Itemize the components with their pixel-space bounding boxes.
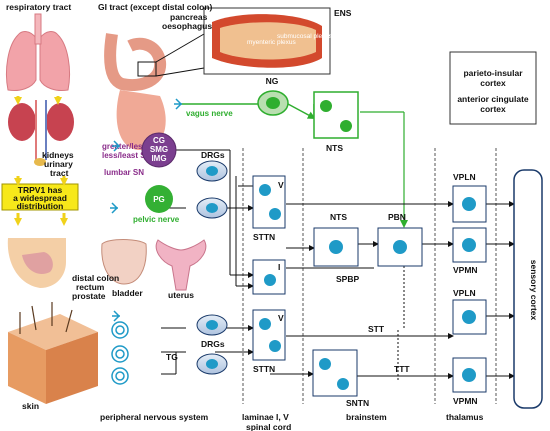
skin-illustration — [8, 302, 98, 404]
drgs-bottom-label: DRGs — [201, 339, 225, 349]
thalamus-label: thalamus — [446, 412, 484, 422]
kidneys-label: kidneys — [42, 150, 74, 160]
trpv1-text-2: a widespread — [13, 193, 67, 203]
gi-tract-illustration — [104, 33, 205, 150]
gi-label: GI tract (except distal colon) — [98, 2, 212, 12]
ens-label: ENS — [334, 8, 352, 18]
connection-lines — [158, 103, 515, 380]
vpmn-top-label: VPMN — [453, 265, 478, 275]
myenteric-label: myenteric plexus — [247, 39, 297, 46]
sntn-box — [312, 349, 358, 397]
lungs-illustration — [5, 13, 71, 91]
tract-label: tract — [50, 168, 69, 178]
kidneys-illustration — [8, 100, 74, 166]
pelvis-illustration — [7, 238, 67, 288]
vpln-bottom-label: VPLN — [453, 288, 476, 298]
sensory-cortex-box: sensory cortex — [513, 169, 543, 409]
vpln-bottom-box — [452, 299, 487, 335]
img-label: IMG — [151, 154, 166, 163]
greater-sn-label: greater/less SN — [102, 142, 160, 151]
cortex-box: parieto-insular cortex anterior cingulat… — [449, 51, 537, 125]
trpv1-text-1: TRPV1 has — [18, 185, 63, 195]
stt-label: STT — [368, 324, 385, 334]
sttn-v-bottom-label: V — [278, 313, 284, 323]
urinary-label: urinary — [44, 159, 73, 169]
nts-top-box — [313, 91, 359, 139]
laminae-label: laminae I, V — [242, 412, 289, 422]
tg-cell-icon — [206, 359, 218, 369]
uterus-label: uterus — [168, 290, 194, 300]
vpln-top-box — [452, 185, 487, 223]
ng-label: NG — [266, 76, 279, 86]
parieto-label-1: parieto-insular — [463, 68, 523, 78]
region-dividers — [242, 148, 497, 404]
vagus-nerve-ending-icon — [174, 98, 182, 110]
vagus-label: vagus nerve — [186, 109, 233, 118]
drg-cell-icon — [206, 203, 218, 213]
skin-receptor-icons — [111, 310, 129, 385]
ens-inset: myenteric plexus submucosal plexus — [203, 7, 333, 75]
smg-label: SMG — [150, 145, 168, 154]
vpmn-bottom-box — [452, 357, 487, 393]
nts-mid-label: NTS — [330, 212, 347, 222]
vpmn-bottom-label: VPMN — [453, 396, 478, 406]
ttt-label: TTT — [394, 364, 410, 374]
pbn-label: PBN — [388, 212, 406, 222]
sttn-bottom-label: STTN — [253, 364, 275, 374]
submucosal-label: submucosal plexus — [277, 33, 333, 40]
sntn-label: SNTN — [346, 398, 369, 408]
bladder-illustration — [101, 239, 147, 285]
distal-colon-label: distal colon — [72, 273, 119, 283]
vpln-top-label: VPLN — [453, 172, 476, 182]
vpmn-top-box — [452, 227, 487, 263]
sttn-v-box-top — [252, 175, 286, 229]
anterior-label-2: cortex — [480, 104, 506, 114]
cg-smg-img-ganglion — [141, 132, 177, 168]
spbp-label: SPBP — [336, 274, 359, 284]
rectum-label: rectum — [76, 282, 105, 292]
pelvic-nerve-ending-icon — [110, 202, 118, 214]
ng-cell-icon — [266, 97, 280, 109]
cg-label: CG — [153, 136, 165, 145]
sttn-v-top-label: V — [278, 180, 284, 190]
less-sn-label: less/least SN — [102, 151, 152, 160]
trpv1-callout: TRPV1 has a widespread distribution — [1, 96, 79, 226]
drg-cell-icon — [206, 320, 218, 330]
uterus-illustration — [155, 239, 207, 291]
drgs-top-label: DRGs — [201, 150, 225, 160]
pg-label: PG — [153, 195, 165, 204]
sttn-top-label: STTN — [253, 232, 275, 242]
respiratory-label: respiratory tract — [6, 2, 71, 12]
anterior-label-1: anterior cingulate — [457, 94, 529, 104]
sttn-i-box — [252, 259, 286, 295]
brainstem-label: brainstem — [346, 412, 387, 422]
pancreas-label: pancreas — [170, 12, 208, 22]
sensory-cortex-label: sensory cortex — [529, 260, 539, 321]
pbn-box — [377, 227, 423, 267]
spinal-cord-label: spinal cord — [246, 422, 291, 431]
prostate-label: prostate — [72, 291, 106, 301]
nts-top-label: NTS — [326, 143, 343, 153]
cg-nerve-ending-icon — [112, 140, 120, 152]
bladder-label: bladder — [112, 288, 143, 298]
tg-label: TG — [166, 352, 178, 362]
trpv1-text-3: distribution — [17, 201, 64, 211]
pg-ganglion — [145, 185, 173, 213]
sttn-v-box-bottom — [252, 309, 286, 361]
pns-label: peripheral nervous system — [100, 412, 209, 422]
lumbar-sn-label: lumbar SN — [104, 168, 144, 177]
parieto-label-2: cortex — [480, 78, 506, 88]
skin-label: skin — [22, 401, 39, 411]
sttn-i-label: I — [278, 262, 280, 272]
pelvic-nerve-label: pelvic nerve — [133, 215, 180, 224]
oesophagus-label: oesophagus — [162, 21, 212, 31]
drg-cell-icon — [206, 166, 218, 176]
nts-mid-box — [313, 227, 359, 267]
